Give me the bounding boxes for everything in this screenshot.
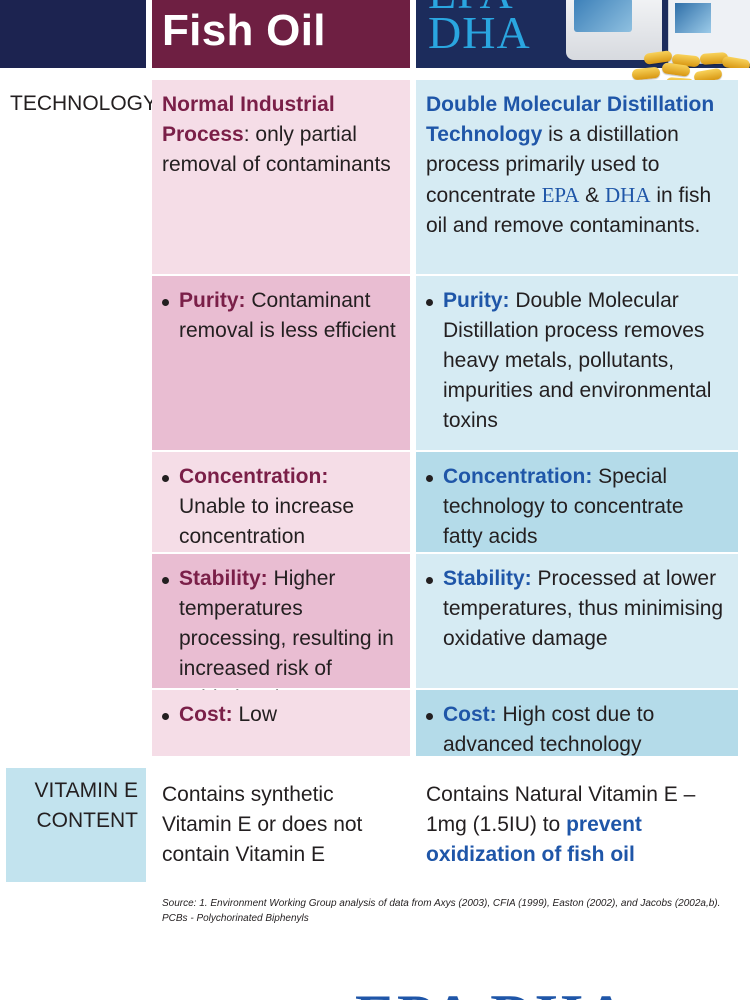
concentration-key: Concentration: xyxy=(443,465,593,488)
bullet-item: Purity: Contaminant removal is less effi… xyxy=(162,286,400,346)
bullet-item: Cost: Low xyxy=(162,700,400,730)
distillation-heading: Double Molecular Distillation Technology xyxy=(426,93,715,146)
header-blank-panel xyxy=(0,0,146,68)
vitamin-e-label-line2: CONTENT xyxy=(36,809,139,832)
box-label-icon xyxy=(675,3,711,33)
softgel-capsule-icon xyxy=(631,66,661,81)
purity-fish-oil-cell: Purity: Contaminant removal is less effi… xyxy=(152,276,410,450)
cost-fish-oil-cell: Cost: Low xyxy=(152,690,410,756)
cost-key: Cost: xyxy=(443,703,497,726)
cost-epa-dha-cell: Cost: High cost due to advanced technolo… xyxy=(416,690,738,756)
normal-process-heading: Normal Industrial Process xyxy=(162,93,335,146)
stability-fish-oil-cell: Stability: Higher temperatures processin… xyxy=(152,554,410,710)
stability-value: Processed at lower temperatures, thus mi… xyxy=(443,567,724,650)
ampersand: & xyxy=(579,184,606,207)
cost-key: Cost: xyxy=(179,703,233,726)
cost-value: Low xyxy=(232,703,278,726)
concentration-epa-dha-cell: Concentration: Special technology to con… xyxy=(416,452,738,552)
bullet-item: Concentration: Unable to increase concen… xyxy=(162,462,400,552)
source-line-1: Source: 1. Environment Working Group ana… xyxy=(162,898,721,909)
footer-brand-logo: EPA DHA xyxy=(355,986,750,1000)
cost-value: High cost due to advanced technology xyxy=(443,703,655,756)
stability-key: Stability: xyxy=(443,567,532,590)
bottle-fish-label-icon xyxy=(574,0,632,32)
epa-inline-label: EPA xyxy=(541,183,580,207)
concentration-value: Unable to increase concentration xyxy=(179,495,355,548)
stability-key: Stability: xyxy=(179,567,268,590)
distillation-text-end: in fish oil and remove contaminants. xyxy=(426,184,712,237)
vitamin-e-label-line1: VITAMIN E xyxy=(34,779,138,802)
bullet-item: Cost: High cost due to advanced technolo… xyxy=(426,700,728,760)
purity-key: Purity: xyxy=(443,289,510,312)
source-line-2: PCBs - Polychorinated Biphenyls xyxy=(162,913,309,924)
purity-value: Double Molecular Distillation process re… xyxy=(443,289,712,432)
vitamin-e-benefit: prevent oxidization of fish oil xyxy=(426,813,642,866)
concentration-fish-oil-cell: Concentration: Unable to increase concen… xyxy=(152,452,410,552)
vitamin-e-fish-oil-text: Contains synthetic Vitamin E or does not… xyxy=(162,783,363,866)
footer-logo-text: EPA DHA xyxy=(355,986,630,1000)
concentration-value: Special technology to concentrate fatty … xyxy=(443,465,684,548)
bullet-item: Purity: Double Molecular Distillation pr… xyxy=(426,286,728,436)
purity-value: Contaminant removal is less efficient xyxy=(179,289,396,342)
header-fish-oil-panel: Fish Oil xyxy=(152,0,410,68)
header-epa-dha-panel: EPA DHA xyxy=(416,0,750,68)
vitamin-e-fish-oil-cell: Contains synthetic Vitamin E or does not… xyxy=(152,770,410,880)
dha-inline-label: DHA xyxy=(605,183,651,207)
concentration-key: Concentration: xyxy=(179,465,329,488)
stability-epa-dha-cell: Stability: Processed at lower temperatur… xyxy=(416,554,738,688)
dha-title: DHA xyxy=(428,7,531,58)
product-bottle-image xyxy=(566,0,662,60)
purity-key: Purity: xyxy=(179,289,246,312)
distillation-text: is a distillation process primarily used… xyxy=(426,123,679,207)
bullet-item: Stability: Processed at lower temperatur… xyxy=(426,564,728,654)
vitamin-e-label: VITAMIN E CONTENT xyxy=(35,776,138,836)
source-footnote: Source: 1. Environment Working Group ana… xyxy=(162,896,742,926)
vitamin-e-epa-dha-cell: Contains Natural Vitamin E – 1mg (1.5IU)… xyxy=(416,770,738,880)
technology-epa-dha-cell: Double Molecular Distillation Technology… xyxy=(416,80,738,274)
vitamin-e-epa-dha-text: Contains Natural Vitamin E – 1mg (1.5IU)… xyxy=(426,783,696,836)
normal-process-text: : only partial removal of contaminants xyxy=(162,123,391,176)
technology-fish-oil-cell: Normal Industrial Process: only partial … xyxy=(152,80,410,274)
fish-oil-title: Fish Oil xyxy=(162,6,326,55)
epa-title-cropped: EPA xyxy=(428,0,514,19)
purity-epa-dha-cell: Purity: Double Molecular Distillation pr… xyxy=(416,276,738,450)
technology-row-label: TECHNOLOGY xyxy=(10,92,158,115)
bullet-item: Concentration: Special technology to con… xyxy=(426,462,728,552)
product-box-image xyxy=(668,0,750,64)
vitamin-e-label-cell: VITAMIN E CONTENT xyxy=(6,768,146,882)
